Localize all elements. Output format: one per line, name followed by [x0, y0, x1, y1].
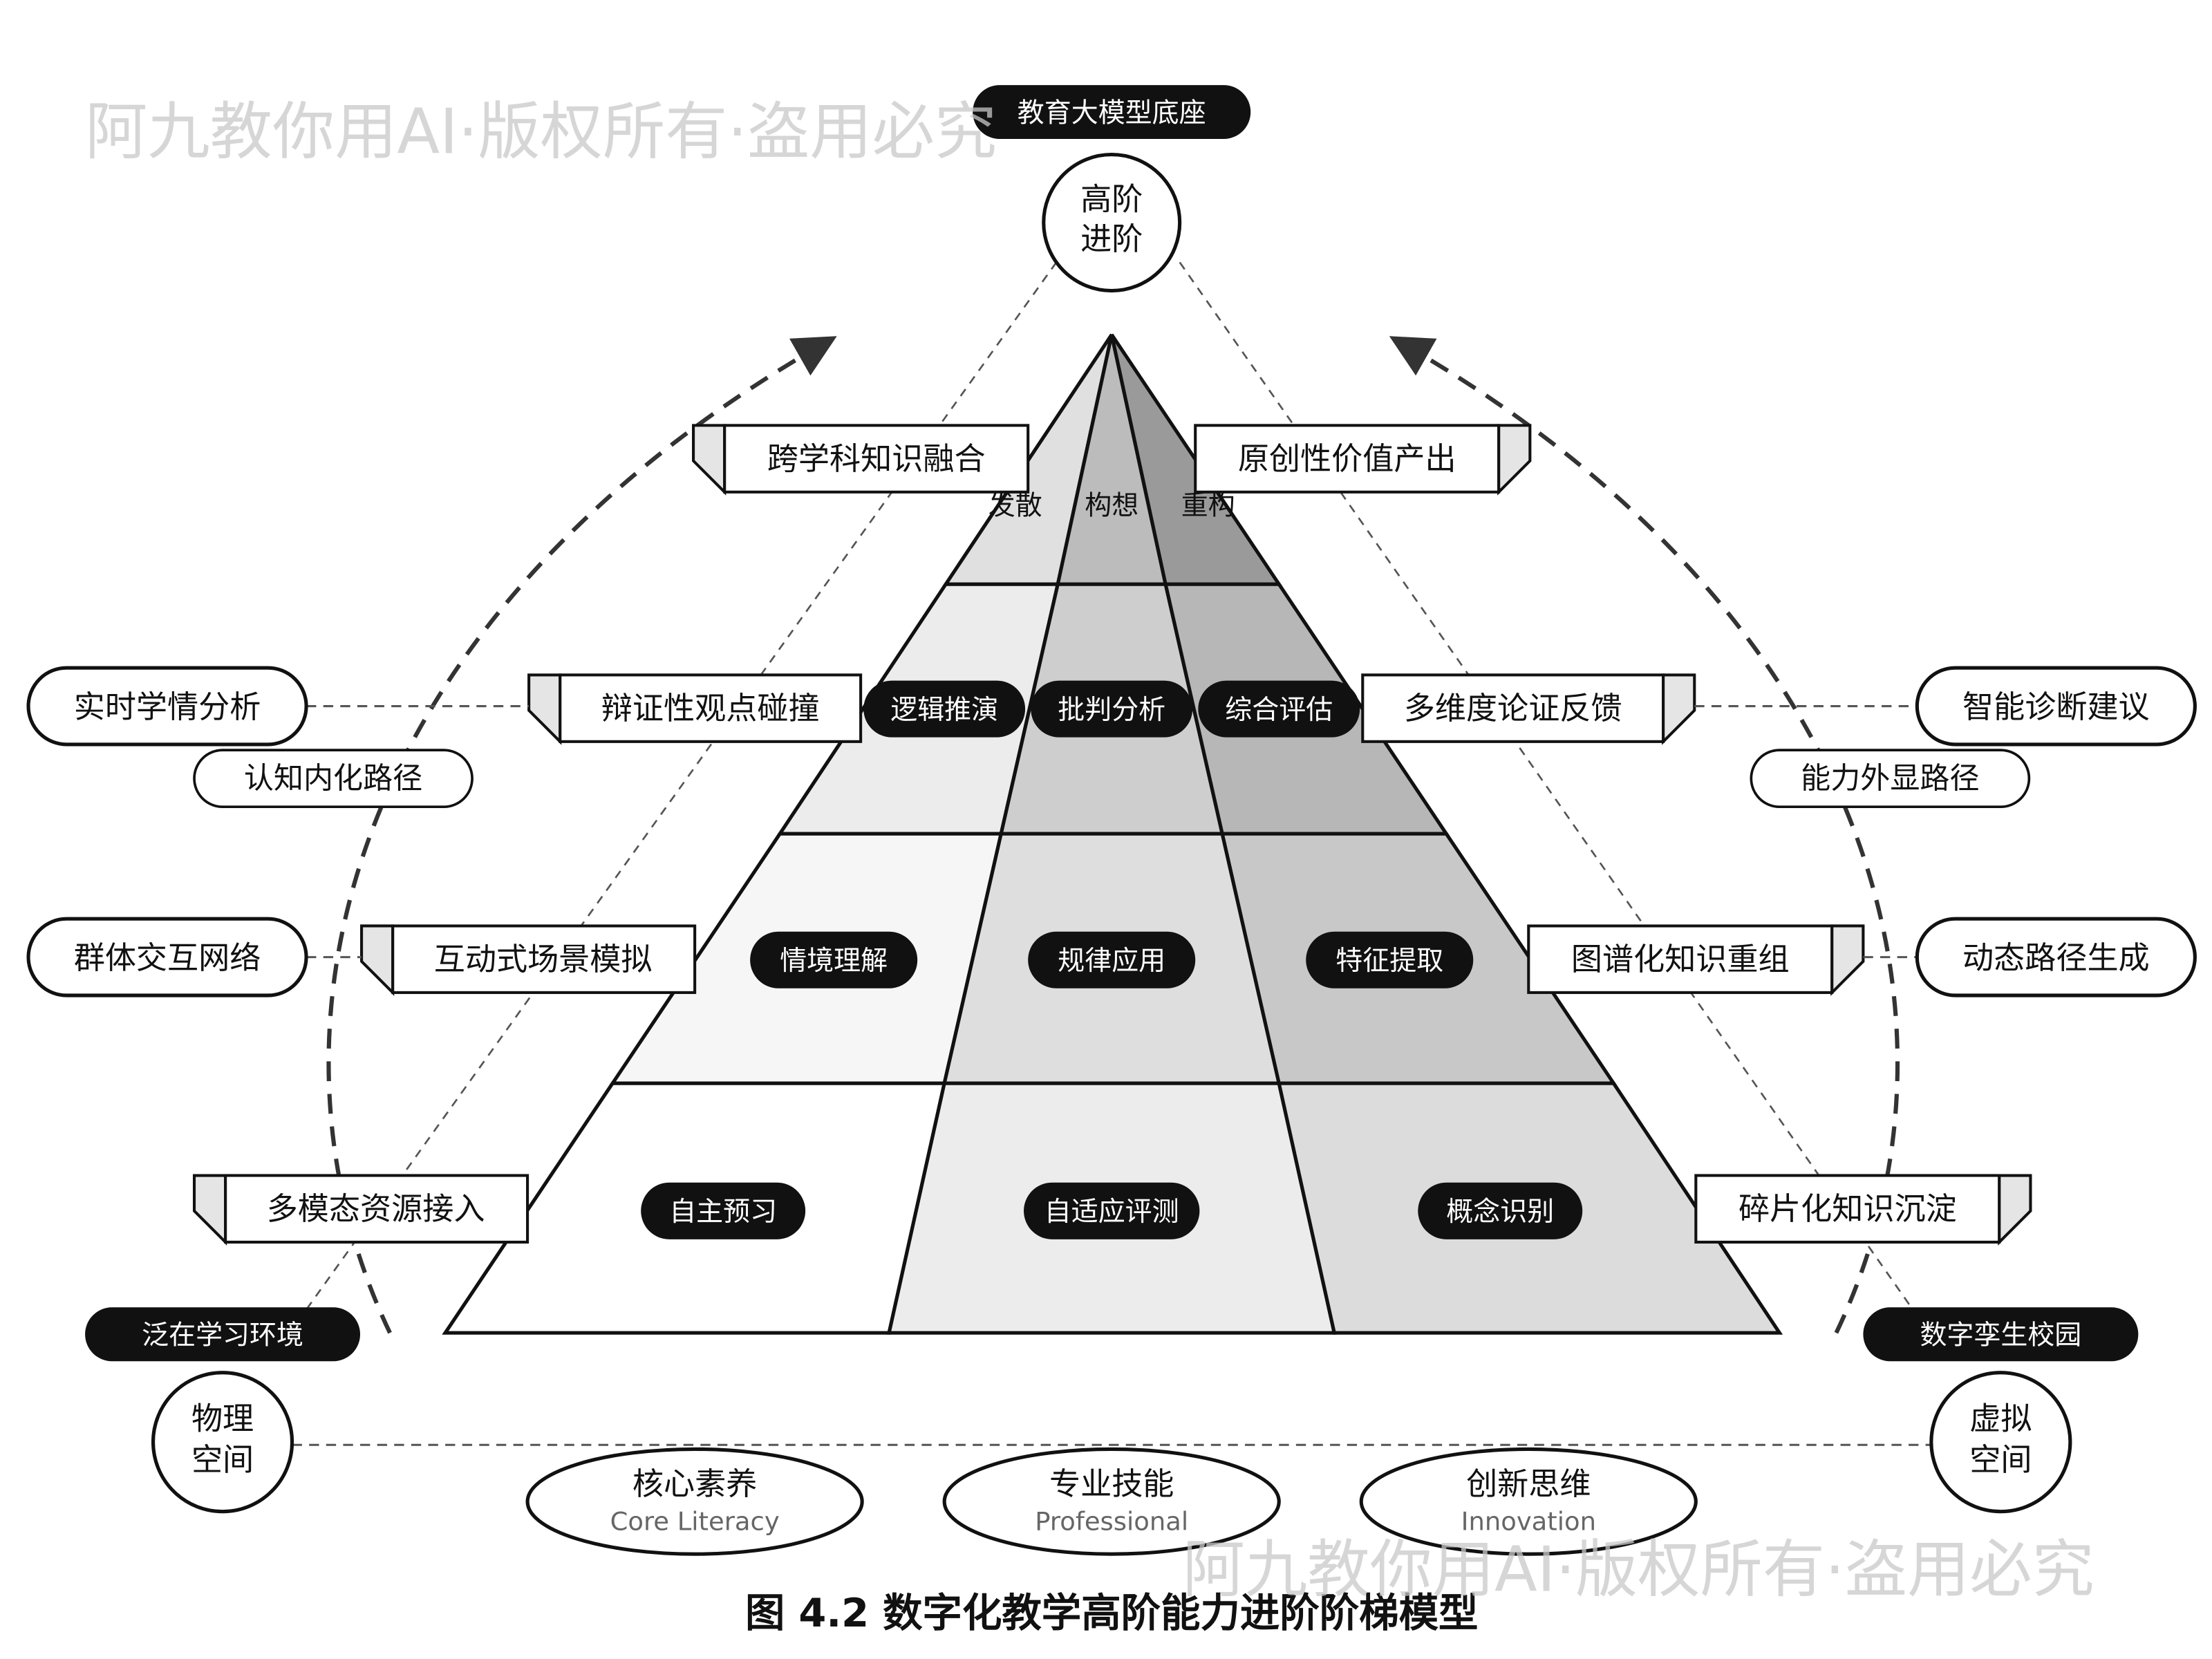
left-space-line2: 空间	[191, 1441, 254, 1478]
tag-multidimensional-feedback: 多维度论证反馈	[1404, 690, 1622, 727]
right-dashed-arc	[1389, 336, 1900, 1334]
pill-realtime-analysis: 实时学情分析	[74, 688, 261, 725]
ellipse-core: 核心素养 Core Literacy	[525, 1447, 864, 1556]
left-space-line1: 物理	[191, 1400, 254, 1437]
left-tag: 互动式场景模拟	[360, 924, 697, 996]
tag-fragment-accumulation: 碎片化知识沉淀	[1738, 1190, 1957, 1227]
pill-smart-diagnosis: 智能诊断建议	[1962, 688, 2150, 725]
left-env-badge: 泛在学习环境	[85, 1307, 361, 1362]
pill-adaptive-assessment: 自适应评测	[1044, 1197, 1179, 1228]
row3-pill: 情境理解	[750, 931, 918, 988]
left-tag: 多模态资源接入	[192, 1174, 529, 1246]
left-dashed-arc	[326, 336, 837, 1334]
pill-logic-deduction: 逻辑推演	[890, 695, 998, 726]
left-tag: 跨学科知识融合	[692, 424, 1030, 496]
apex-label-conceive: 构想	[1085, 491, 1138, 522]
pill-self-preview: 自主预习	[669, 1197, 777, 1228]
apex-circle-line1: 高阶	[1080, 181, 1143, 218]
ellipse-innovation-en: Innovation	[1461, 1506, 1596, 1536]
pill-dynamic-path: 动态路径生成	[1962, 939, 2150, 976]
tag-original-value: 原创性价值产出	[1238, 440, 1456, 477]
left-space-circle: 物理 空间	[151, 1371, 294, 1514]
pill-comprehensive-evaluation: 综合评估	[1225, 695, 1333, 726]
tag-graph-reorganization: 图谱化知识重组	[1571, 941, 1790, 977]
right-tag: 图谱化知识重组	[1527, 924, 1865, 996]
row3-pill: 特征提取	[1306, 931, 1474, 988]
apex-circle: 高阶 进阶	[1042, 153, 1182, 293]
row4-pill: 概念识别	[1418, 1182, 1583, 1239]
row2-pill: 逻辑推演	[863, 680, 1026, 738]
tag-dialectical-collision: 辩证性观点碰撞	[601, 690, 820, 727]
left-outer-pill: 实时学情分析	[26, 666, 308, 747]
row3-pill: 规律应用	[1028, 931, 1196, 988]
right-outer-pill: 动态路径生成	[1915, 917, 2197, 997]
ellipse-professional-zh: 专业技能	[1049, 1465, 1174, 1502]
ellipse-innovation: 创新思维 Innovation	[1359, 1447, 1698, 1556]
left-outer-pill: 群体交互网络	[26, 917, 308, 997]
right-env-badge: 数字孪生校园	[1863, 1307, 2139, 1362]
pill-rule-application: 规律应用	[1058, 946, 1165, 977]
pill-concept-recognition: 概念识别	[1446, 1197, 1554, 1228]
pill-feature-extraction: 特征提取	[1335, 946, 1443, 977]
row4-pill: 自适应评测	[1024, 1182, 1200, 1239]
watermark-bottom: 阿九教你用AI·版权所有·盗用必究	[1183, 1534, 2094, 1606]
left-tag: 辩证性观点碰撞	[527, 673, 863, 745]
apex-label-restructure: 重构	[1181, 491, 1235, 522]
right-tag: 碎片化知识沉淀	[1694, 1174, 2032, 1246]
right-tag: 多维度论证反馈	[1361, 673, 1696, 745]
tag-interactive-simulation: 互动式场景模拟	[434, 941, 653, 977]
ellipse-professional: 专业技能 Professional	[942, 1447, 1281, 1556]
row2-pill: 综合评估	[1198, 680, 1360, 738]
apex-label-diverge: 发散	[988, 491, 1042, 522]
tag-multimodal-access: 多模态资源接入	[267, 1190, 485, 1227]
right-space-line2: 空间	[1969, 1441, 2032, 1478]
badge-digital-twin: 数字孪生校园	[1920, 1320, 2081, 1351]
label-ability-path: 能力外显路径	[1801, 762, 1979, 796]
top-badge: 教育大模型底座	[973, 85, 1251, 140]
ellipse-core-zh: 核心素养	[632, 1465, 757, 1502]
figure-caption: 图 4.2 数字化教学高阶能力进阶阶梯模型	[745, 1590, 1478, 1636]
right-tag: 原创性价值产出	[1194, 424, 1532, 496]
right-space-line1: 虚拟	[1969, 1400, 2032, 1437]
ellipse-professional-en: Professional	[1035, 1506, 1188, 1536]
right-outer-pill: 智能诊断建议	[1915, 666, 2197, 747]
ellipse-core-en: Core Literacy	[610, 1506, 780, 1536]
tag-interdisciplinary-fusion: 跨学科知识融合	[767, 440, 986, 477]
pill-context-understanding: 情境理解	[780, 946, 888, 977]
pill-critical-analysis: 批判分析	[1058, 695, 1165, 726]
pill-group-network: 群体交互网络	[74, 939, 261, 976]
watermark-top: 阿九教你用AI·版权所有·盗用必究	[85, 96, 997, 169]
row4-pill: 自主预习	[641, 1182, 806, 1239]
right-space-circle: 虚拟 空间	[1929, 1371, 2072, 1514]
left-path-label: 认知内化路径	[193, 749, 474, 809]
badge-edu-model: 教育大模型底座	[1018, 97, 1206, 129]
badge-ubiquitous-learning: 泛在学习环境	[142, 1320, 303, 1351]
row2-pill: 批判分析	[1031, 680, 1193, 738]
apex-circle-line2: 进阶	[1080, 221, 1143, 257]
ellipse-innovation-zh: 创新思维	[1466, 1465, 1591, 1502]
right-path-label: 能力外显路径	[1750, 749, 2031, 809]
label-cognitive-path: 认知内化路径	[244, 762, 422, 796]
